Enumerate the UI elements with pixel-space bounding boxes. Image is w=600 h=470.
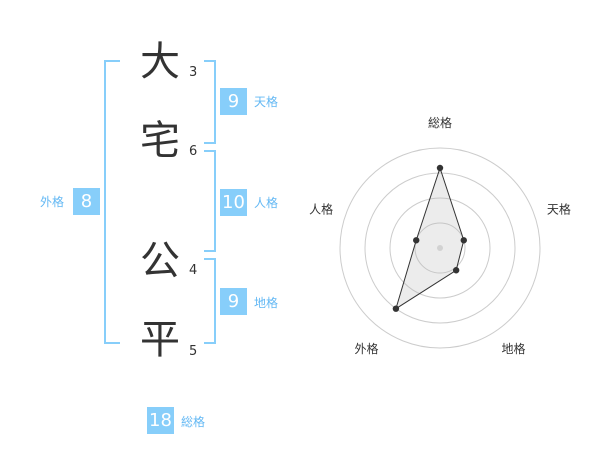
radar-axis-label-1: 天格	[547, 201, 571, 216]
chikaku-badge: 9	[220, 288, 247, 315]
chikaku-bracket	[204, 258, 216, 344]
jinkaku-badge: 10	[220, 189, 247, 216]
radar-axis-label-4: 人格	[309, 201, 333, 216]
radar-point-1	[460, 237, 467, 244]
radar-ring-1	[414, 222, 466, 274]
kanji-1: 大	[140, 39, 180, 85]
radar-ring-3	[364, 172, 516, 324]
kanji-2: 宅	[140, 118, 180, 164]
radar-point-4	[413, 237, 420, 244]
jinkaku-bracket	[204, 150, 216, 252]
kanji-4: 平	[140, 317, 180, 363]
gaikaku-label: 外格	[40, 195, 65, 209]
soukaku-label: 総格	[181, 415, 206, 429]
radar-point-2	[452, 267, 460, 274]
radar-ring-4	[339, 147, 541, 349]
stroke-count-2: 6	[189, 144, 198, 159]
radar-center	[437, 245, 443, 251]
radar-ring-2	[389, 197, 491, 299]
stroke-count-3: 4	[189, 263, 198, 278]
jinkaku-label: 人格	[254, 196, 279, 210]
radar-point-3	[392, 305, 400, 312]
radar-point-0	[436, 164, 444, 172]
radar-series-polygon	[395, 166, 465, 310]
tenkaku-badge: 9	[220, 88, 247, 115]
kanji-3: 公	[140, 238, 180, 284]
radar-axis-label-2: 地格	[501, 341, 525, 356]
stroke-count-4: 5	[189, 344, 198, 359]
soukaku-badge: 18	[147, 407, 174, 434]
radar-axis-label-0: 総格	[428, 115, 452, 130]
gaikaku-bracket	[104, 60, 120, 344]
radar-axis-label-3: 外格	[355, 341, 379, 356]
tenkaku-label: 天格	[254, 95, 279, 109]
gaikaku-badge: 8	[73, 188, 100, 215]
stroke-count-1: 3	[189, 65, 198, 80]
tenkaku-bracket	[204, 60, 216, 144]
chikaku-label: 地格	[254, 296, 279, 310]
